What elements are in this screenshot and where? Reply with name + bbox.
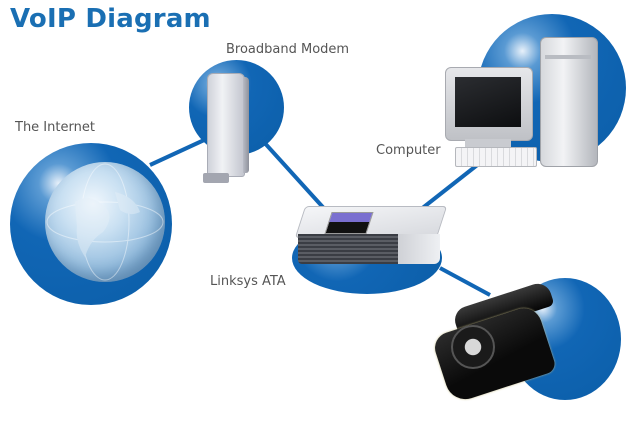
computer-label: Computer: [376, 143, 441, 158]
internet-label: The Internet: [15, 120, 95, 135]
modem-label: Broadband Modem: [226, 42, 350, 57]
page-title: VoIP Diagram: [10, 4, 211, 34]
computer-icon[interactable]: [445, 35, 600, 170]
router-icon[interactable]: [294, 196, 448, 268]
ata-label: Linksys ATA: [210, 274, 286, 289]
globe-icon[interactable]: [45, 162, 165, 282]
telephone-icon[interactable]: [430, 280, 563, 405]
modem-icon[interactable]: [203, 73, 249, 183]
